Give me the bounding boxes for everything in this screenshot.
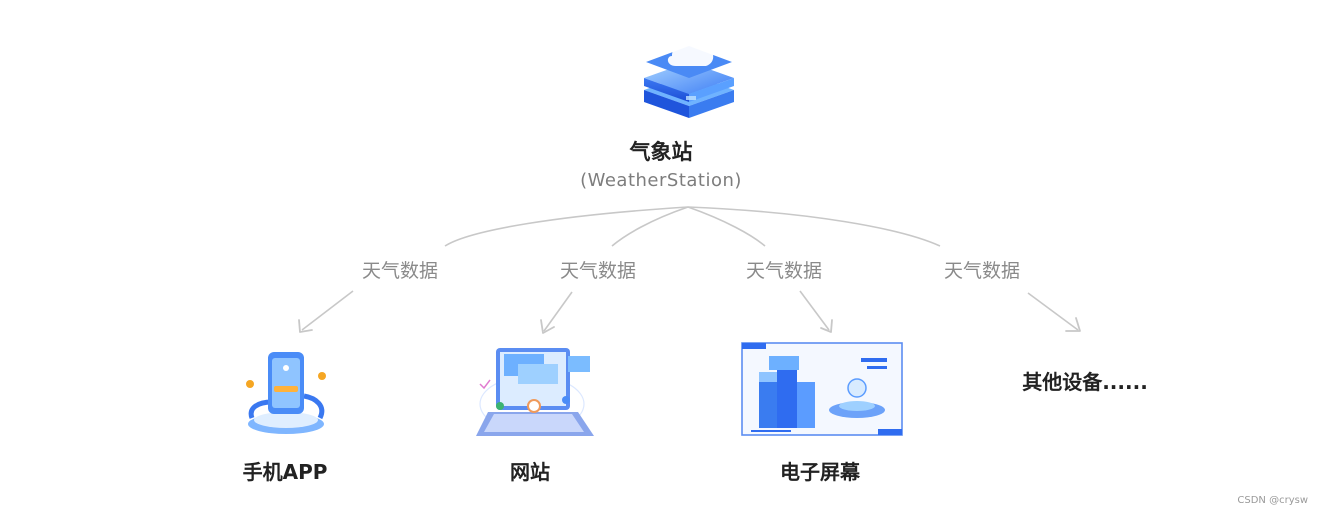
arrowhead-app: [298, 319, 313, 333]
arrow-line-app: [301, 290, 354, 331]
edge-label-app: 天气数据: [361, 260, 438, 282]
curve-to-screen: [687, 206, 766, 247]
watermark: CSDN @crysw: [1237, 495, 1308, 506]
laptop-website-icon: [476, 348, 594, 436]
curve-to-website: [611, 206, 689, 247]
edge-label-other: 天气数据: [943, 260, 1020, 282]
arrowhead-website: [540, 319, 555, 334]
weather-station-title: 气象站: [629, 140, 693, 164]
arrowhead-screen: [820, 319, 833, 333]
target-label-app: 手机APP: [242, 460, 328, 484]
target-label-other: 其他设备......: [1022, 370, 1148, 394]
curve-to-app: [444, 206, 689, 247]
curve-to-other: [687, 206, 941, 247]
target-label-website: 网站: [510, 460, 550, 484]
arrowhead-other: [1065, 317, 1081, 332]
target-label-screen: 电子屏幕: [780, 460, 860, 484]
arrow-line-screen: [799, 290, 830, 331]
weather-station-subtitle: (WeatherStation): [580, 170, 742, 191]
edge-label-screen: 天气数据: [745, 260, 822, 282]
edge-label-website: 天气数据: [559, 260, 636, 282]
arrow-line-other: [1027, 292, 1079, 331]
weather-station-icon: [644, 40, 734, 118]
arrow-line-website: [543, 291, 573, 332]
electronic-screen-icon: [741, 342, 903, 436]
phone-app-icon: [246, 352, 326, 434]
